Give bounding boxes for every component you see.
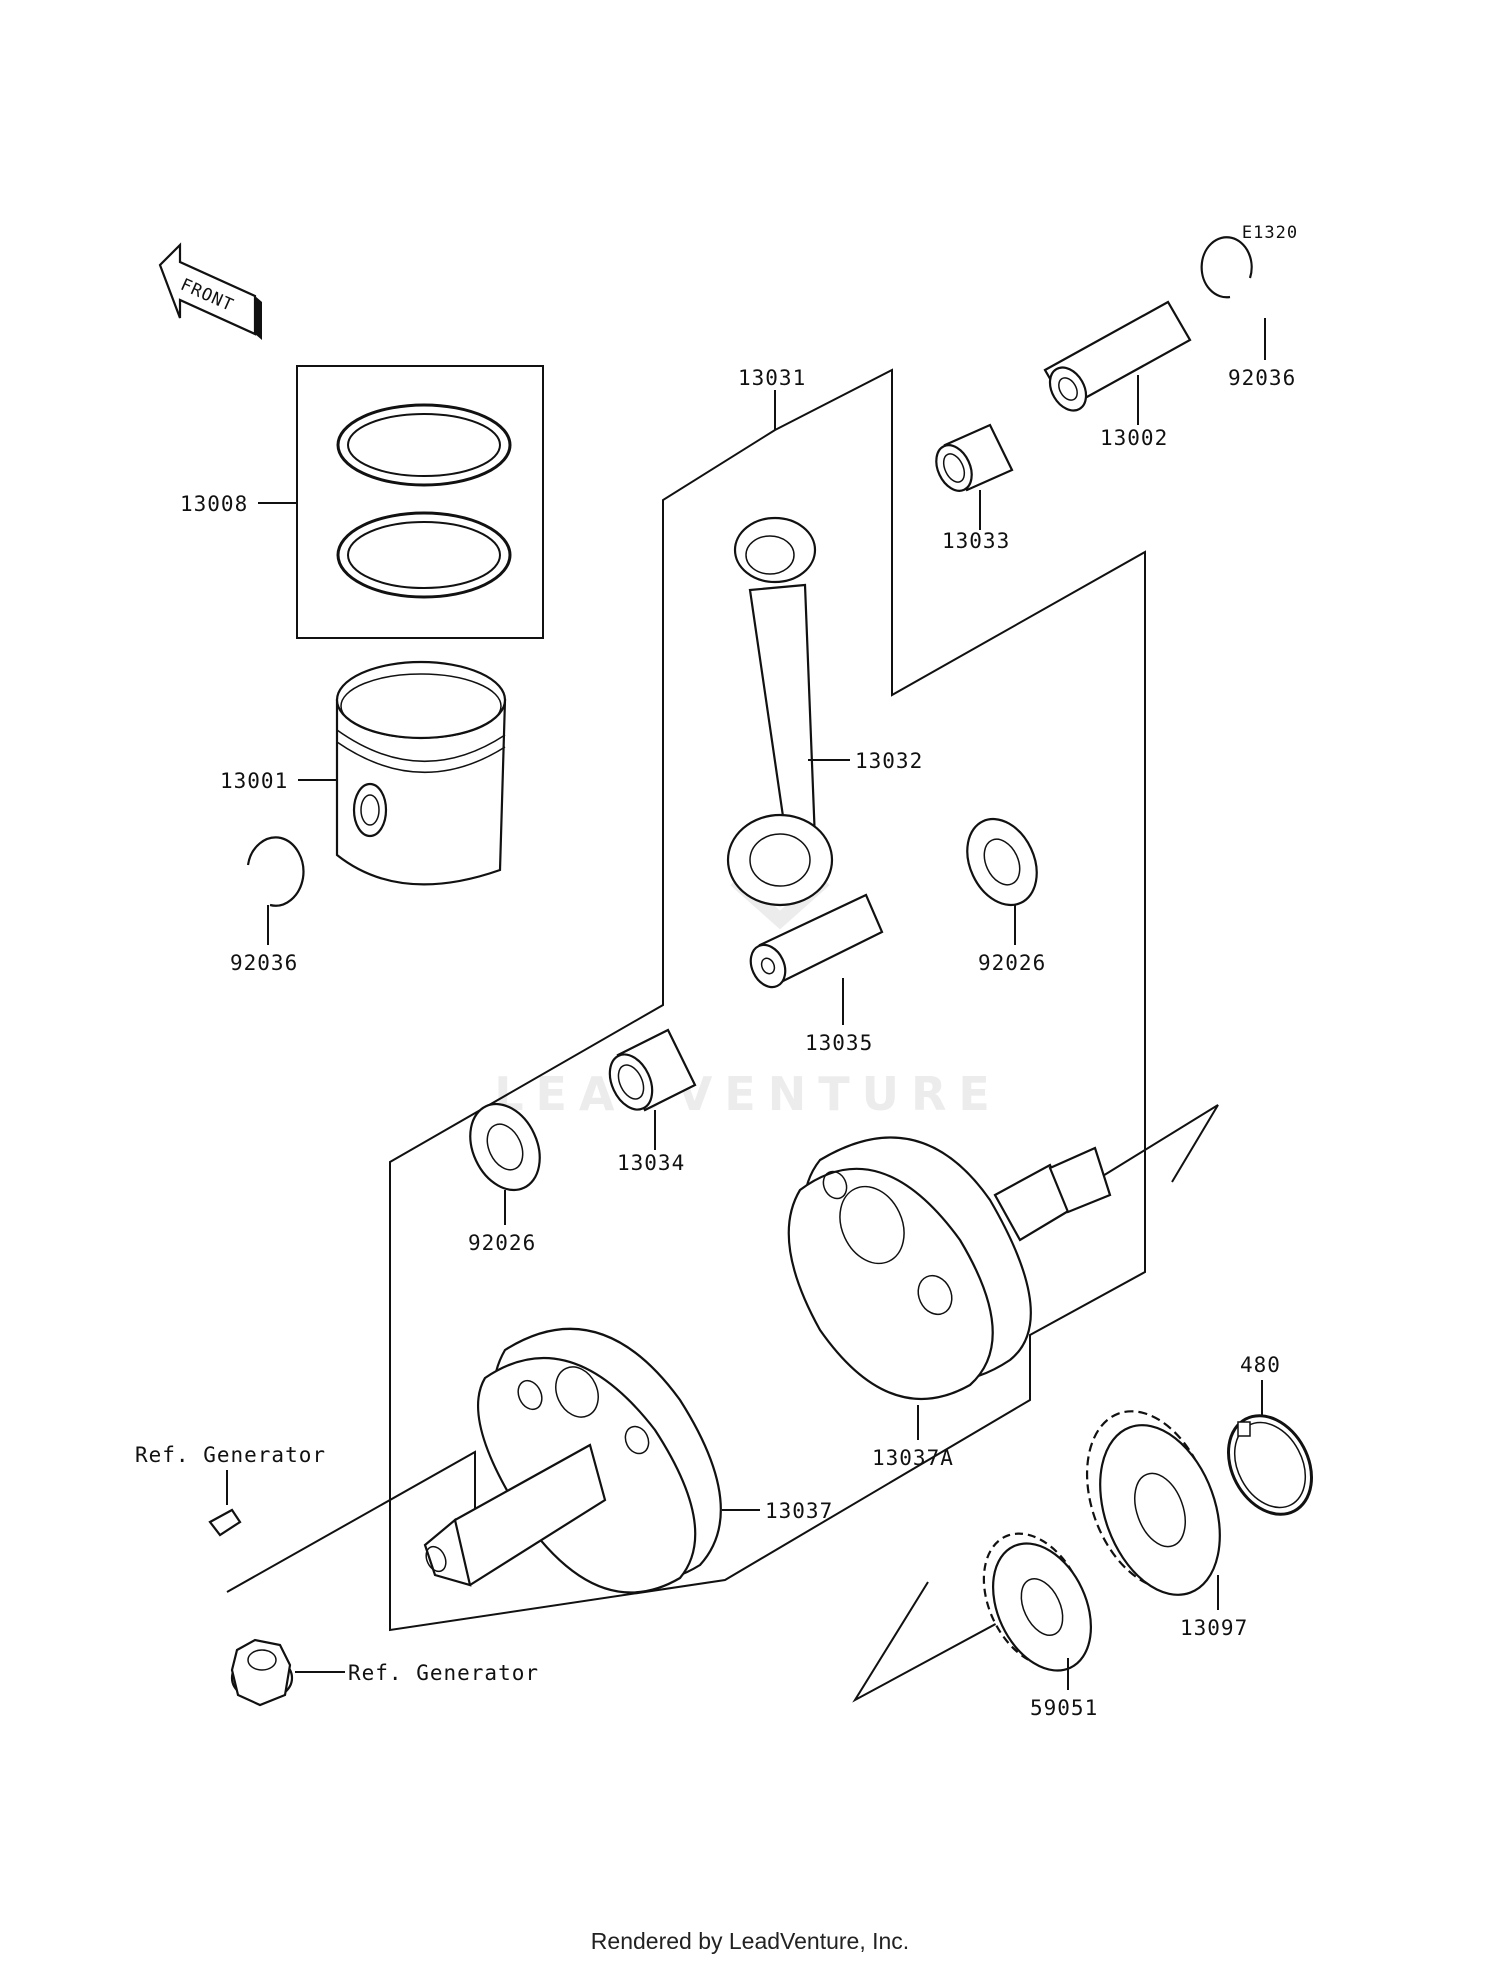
footer-credit: Rendered by LeadVenture, Inc.: [590, 1928, 910, 1954]
needle-bearing-big: [608, 1028, 697, 1112]
label-13034: 13034: [617, 1151, 685, 1175]
flywheel-left: [423, 1327, 722, 1594]
washer-right: [966, 817, 1038, 907]
crank-right-shaft-line: [1079, 1104, 1219, 1191]
piston-ring-set: [296, 365, 544, 639]
label-13002: 13002: [1100, 426, 1168, 450]
washer-left: [469, 1102, 541, 1192]
label-480: 480: [1240, 1353, 1281, 1377]
flange-nut: [230, 1638, 294, 1707]
piston-pin: [1043, 300, 1192, 412]
label-92036-left: 92036: [230, 951, 298, 975]
connecting-rod: [726, 516, 834, 907]
label-92026-left: 92026: [468, 1231, 536, 1255]
gear-large: [1085, 1410, 1221, 1596]
front-arrow-icon: FRONT: [158, 242, 262, 340]
label-13035: 13035: [805, 1031, 873, 1055]
circlip-left: [246, 836, 305, 907]
label-13032: 13032: [855, 749, 923, 773]
gear-group-outline: [852, 1581, 1041, 1703]
snap-ring: [1227, 1414, 1313, 1516]
crank-pin: [749, 893, 884, 989]
label-13033: 13033: [942, 529, 1010, 553]
woodruff-key: [208, 1508, 242, 1537]
label-ref-generator-nut: Ref. Generator: [348, 1661, 539, 1685]
diagram-code: E1320: [1242, 223, 1298, 243]
leadventure-watermark: LEADVENTURE: [494, 874, 1002, 1121]
label-13001: 13001: [220, 769, 288, 793]
gear-small: [982, 1532, 1093, 1672]
watermark-text: LEADVENTURE: [494, 1067, 1002, 1121]
label-92036-right: 92036: [1228, 366, 1296, 390]
label-13037A: 13037A: [872, 1446, 954, 1470]
label-59051: 59051: [1030, 1696, 1098, 1720]
label-92026-right: 92026: [978, 951, 1046, 975]
label-13097: 13097: [1180, 1616, 1248, 1640]
crank-left-shaft-line: [226, 1450, 476, 1593]
crankshaft-assy-outline: [389, 368, 1146, 1632]
label-13031: 13031: [738, 366, 806, 390]
circlip-right: [1200, 236, 1253, 299]
label-13037: 13037: [765, 1499, 833, 1523]
label-ref-generator-key: Ref. Generator: [135, 1443, 326, 1467]
piston: [335, 660, 507, 886]
needle-bearing-small: [935, 423, 1014, 492]
flywheel-right: [787, 1136, 1112, 1400]
label-13008: 13008: [180, 492, 248, 516]
